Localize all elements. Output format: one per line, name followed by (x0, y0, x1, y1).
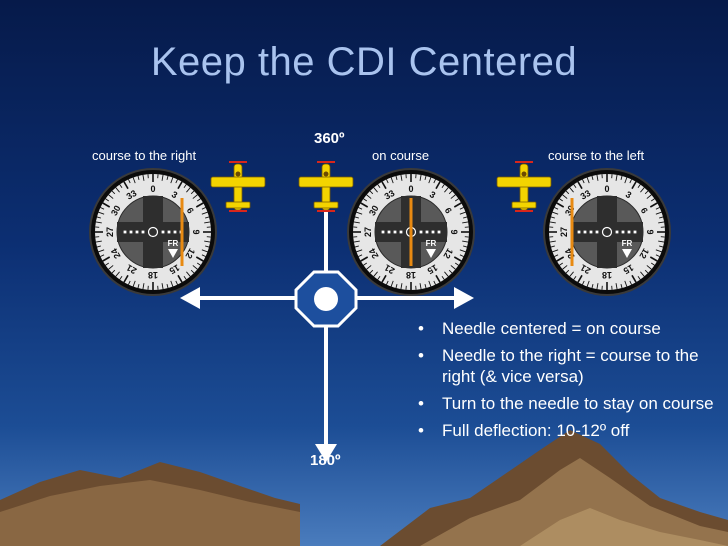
compass-number: 21 (579, 262, 593, 276)
bullet-dot: • (418, 421, 424, 440)
bullet-item: •Needle centered = on course (418, 319, 661, 338)
compass-number: 9 (645, 229, 655, 234)
compass-number: 30 (109, 204, 123, 218)
compass-number: 3 (428, 189, 437, 200)
bullet-dot: • (418, 394, 424, 413)
compass-number: 15 (426, 262, 440, 276)
compass-number: 12 (637, 247, 651, 261)
compass-number: 24 (109, 247, 123, 261)
compass-number: 21 (125, 262, 139, 276)
airplane-icon (496, 161, 552, 212)
compass-number: 6 (443, 206, 454, 215)
compass-number: 3 (170, 189, 179, 200)
arrow-right-icon (454, 287, 474, 309)
slide-title: Keep the CDI Centered (150, 40, 578, 84)
compass-number: 12 (441, 247, 455, 261)
airplane-icon (298, 161, 354, 212)
to-from-flag-icon (426, 249, 436, 258)
compass-number: 33 (579, 188, 593, 202)
mountains (0, 430, 728, 546)
bullet-dot: • (418, 346, 424, 365)
compass-number: 27 (559, 227, 569, 237)
compass-number: 9 (449, 229, 459, 234)
cdi-needle (180, 198, 184, 266)
compass-number: 15 (622, 262, 636, 276)
compass-number: 0 (408, 184, 413, 194)
bullet-item: •Needle to the right = course to the rig… (418, 346, 699, 386)
compass-number: 21 (383, 262, 397, 276)
compass-number: 33 (125, 188, 139, 202)
to-from-flag-icon (168, 249, 178, 258)
compass-number: 24 (367, 247, 381, 261)
compass-number: 15 (168, 262, 182, 276)
compass-number: 33 (383, 188, 397, 202)
compass-number: 9 (191, 229, 201, 234)
label-course-to-right: course to the right (92, 148, 197, 163)
bullet-item: •Full deflection: 10-12º off (418, 421, 630, 440)
compass-number: 18 (148, 270, 158, 280)
to-from-flag-icon (622, 249, 632, 258)
label-on-course: on course (372, 148, 430, 163)
compass-number: 0 (150, 184, 155, 194)
bullet-dot: • (418, 319, 424, 338)
arrow-left-icon (180, 287, 200, 309)
arrow-down-icon (315, 444, 337, 462)
compass-number: 6 (639, 206, 650, 215)
cdi-needle (409, 198, 413, 266)
bullet-list: •Needle centered = on course •Needle to … (418, 318, 723, 447)
compass-number: 18 (406, 270, 416, 280)
fr-flag-label: FR (426, 239, 437, 248)
compass-number: 18 (602, 270, 612, 280)
heading-180-label: 180º (310, 452, 341, 469)
vor-station-icon (294, 270, 358, 328)
compass-number: 27 (105, 227, 115, 237)
label-course-to-left: course to the left (548, 148, 645, 163)
bullet-item: •Turn to the needle to stay on course (418, 394, 714, 413)
airplane-icon (210, 161, 266, 212)
compass-number: 30 (367, 204, 381, 218)
compass-number: 0 (604, 184, 609, 194)
cdi-needle (570, 198, 574, 266)
fr-flag-label: FR (622, 239, 633, 248)
heading-360-label: 360º (314, 130, 345, 147)
compass-number: 12 (183, 247, 197, 261)
fr-flag-label: FR (168, 239, 179, 248)
compass-number: 27 (363, 227, 373, 237)
compass-number: 3 (624, 189, 633, 200)
compass-number: 6 (185, 206, 196, 215)
